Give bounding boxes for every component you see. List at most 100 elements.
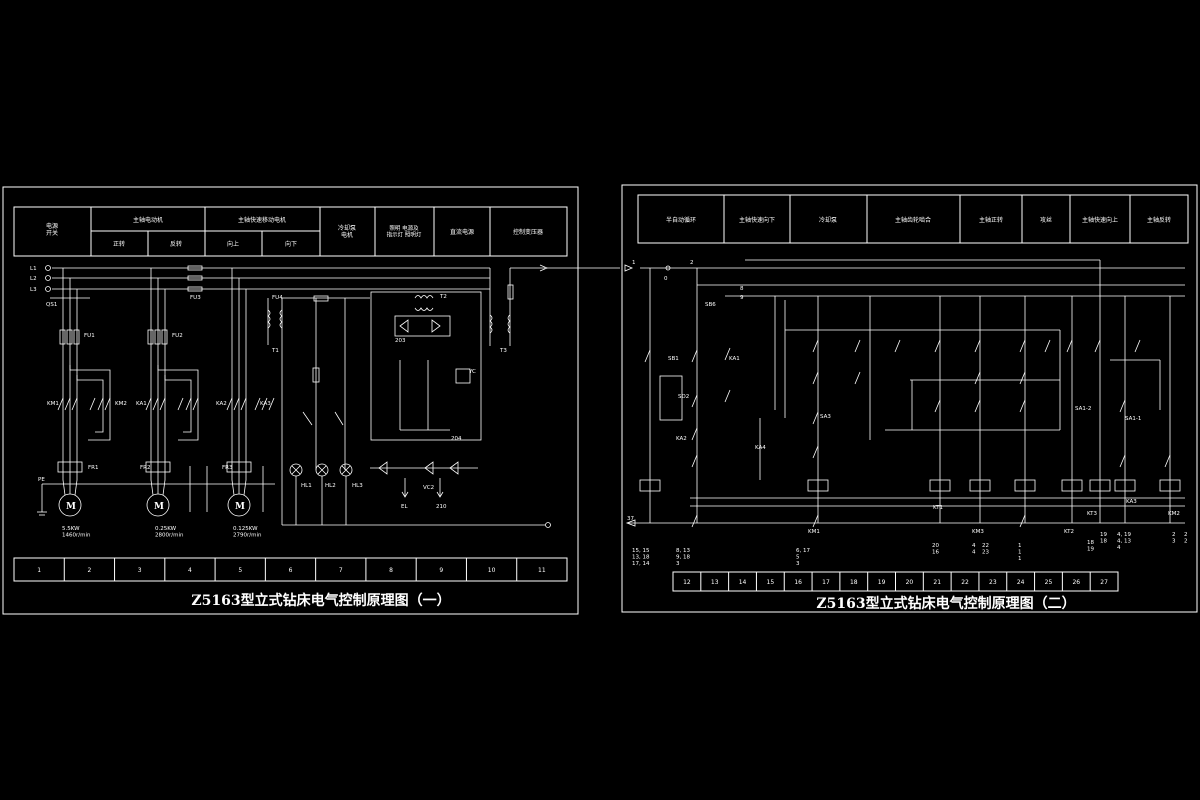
svg-text:QS1: QS1 [46,302,57,308]
svg-text:M: M [66,502,76,512]
sheet-2-column-number: 12 [683,579,691,586]
svg-text:37: 37 [627,516,634,522]
sheet-2-header-table: 半自动循环 主轴快速向下 冷却泵 主轴齿轮啮合 主轴正转 攻丝 主轴快速向上 主… [637,194,1189,244]
sheet-1-border [2,186,579,615]
svg-text:KA2: KA2 [216,401,227,407]
svg-text:KT3: KT3 [1087,511,1098,517]
svg-text:HL1: HL1 [301,483,312,489]
header-spindle-forward: 主轴正转 [979,216,1003,224]
sheet-1-column-number: 8 [389,567,393,574]
header-control-transformer: 控制变压器 [513,228,543,236]
svg-text:KA3: KA3 [260,401,271,407]
svg-text:M: M [154,502,164,512]
svg-text:204: 204 [451,436,462,442]
svg-text:T3: T3 [499,348,507,354]
header-reverse: 反转 [170,240,182,248]
svg-text:9: 9 [740,295,744,301]
svg-text:SB1: SB1 [668,356,679,362]
svg-text:L2: L2 [30,276,37,282]
header-coolant: 冷却泵 [819,216,837,224]
svg-text:FR1: FR1 [88,465,98,471]
sheet-2-column-number: 20 [906,579,914,586]
sheet-2-labels: 1 2 8 9 37 0 SB1 SB6 SA1-1 SA1-2 SA3 KA1… [627,260,1180,535]
svg-text:8: 8 [740,286,744,292]
sheet-1-header-table: 电源开关 主轴电动机 正转 反转 主轴快速移动电机 向上 向下 冷却泵电机 照明… [13,206,568,257]
svg-text:4, 194, 134: 4, 194, 134 [1117,532,1131,551]
svg-text:FU1: FU1 [84,333,95,339]
svg-text:FU3: FU3 [190,295,201,301]
sheet-1-column-number: 11 [538,567,546,574]
svg-text:VC2: VC2 [423,485,434,491]
sheet-2-column-number: 19 [878,579,886,586]
svg-text:SA1-2: SA1-2 [1075,406,1091,412]
svg-text:23: 23 [1172,532,1176,545]
sheet-2-column-number: 18 [850,579,858,586]
sheet-1-column-number: 3 [138,567,142,574]
svg-text:210: 210 [436,504,447,510]
svg-text:YC: YC [468,369,476,375]
svg-text:FR3: FR3 [222,465,233,471]
header-spindle-rapid-down: 主轴快速向下 [739,216,775,224]
sheet-2-column-number: 13 [711,579,719,586]
svg-text:SA3: SA3 [820,414,831,420]
header-down: 向下 [285,240,297,248]
sheet-2-column-number: 17 [822,579,830,586]
svg-text:KM1: KM1 [808,529,820,535]
svg-text:M: M [235,502,245,512]
sheet-1-column-number: 10 [488,567,496,574]
svg-text:FR2: FR2 [140,465,150,471]
sheet-1-column-number: 2 [87,567,91,574]
svg-text:PE: PE [38,477,45,483]
sheet-2-border [621,184,1198,613]
sheet-1-circuit: M M M [37,264,620,528]
sheet-2-column-number: 27 [1100,579,1108,586]
header-dc-power: 直流电源 [450,228,474,236]
svg-text:8, 139, 183: 8, 139, 183 [676,548,690,567]
svg-text:KA3: KA3 [1126,499,1137,505]
sheet-1-column-number: 1 [37,567,41,574]
svg-text:111: 111 [1018,543,1022,562]
svg-text:FU4: FU4 [272,295,283,301]
svg-text:T2: T2 [439,294,447,300]
sheet-2: 半自动循环 主轴快速向下 冷却泵 主轴齿轮啮合 主轴正转 攻丝 主轴快速向上 主… [621,184,1198,613]
sheet-2-column-number: 25 [1045,579,1053,586]
sheet-1-column-number: 5 [238,567,242,574]
header-spindle-motor: 主轴电动机 [133,216,163,224]
header-up: 向上 [227,240,239,248]
svg-text:1: 1 [632,260,636,266]
svg-text:KA2: KA2 [676,436,687,442]
header-spindle-rapid-up: 主轴快速向上 [1082,216,1118,224]
svg-text:SB6: SB6 [705,302,716,308]
svg-text:T1: T1 [271,348,279,354]
sheet-2-column-number: 23 [989,579,997,586]
sheet-2-column-number: 16 [794,579,802,586]
svg-text:KM1: KM1 [47,401,59,407]
svg-text:SA1-1: SA1-1 [1125,416,1141,422]
header-semi-auto-cycle: 半自动循环 [666,216,696,224]
svg-text:HL2: HL2 [325,483,336,489]
svg-text:KA4: KA4 [755,445,766,451]
sheet-2-column-number: 15 [767,579,775,586]
sheet-2-column-number: 24 [1017,579,1025,586]
svg-text:2: 2 [690,260,694,266]
svg-text:KT1: KT1 [933,505,943,511]
sheet-2-column-number: 14 [739,579,747,586]
svg-text:KM3: KM3 [972,529,984,535]
sheet-1-column-number: 4 [188,567,192,574]
svg-text:L3: L3 [30,287,37,293]
svg-text:KT2: KT2 [1064,529,1074,535]
svg-text:KM2: KM2 [1168,511,1180,517]
header-coolant-pump: 冷却泵电机 [338,224,356,239]
svg-text:22: 22 [1184,532,1188,545]
header-gear-mesh: 主轴齿轮啮合 [895,216,931,224]
sheet-2-column-number: 26 [1072,579,1080,586]
svg-text:SD2: SD2 [678,394,689,400]
header-lighting: 照明 电源及指示灯 照明灯 [387,224,422,239]
